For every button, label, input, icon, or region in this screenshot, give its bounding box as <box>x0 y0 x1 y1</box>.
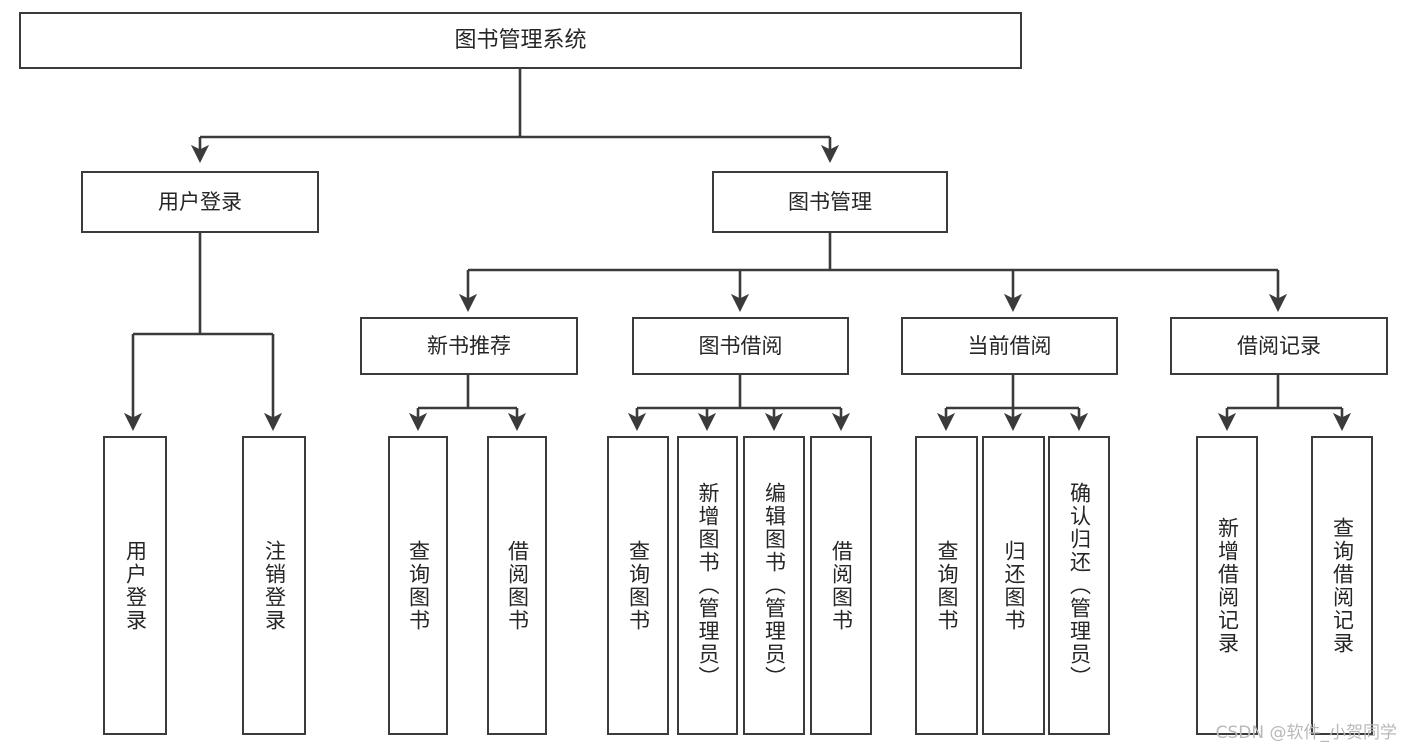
leaf-confirm-return[interactable]: 确认归还（管理员） <box>1048 436 1110 735</box>
leaf-add-book[interactable]: 新增图书（管理员） <box>677 436 738 735</box>
node-label: 借阅记录 <box>1237 333 1321 358</box>
node-root[interactable]: 图书管理系统 <box>19 12 1022 69</box>
node-label: 新增图书（管理员） <box>696 482 720 689</box>
watermark: CSDN @软件_小贺同学 <box>1215 723 1397 743</box>
leaf-add-record[interactable]: 新增借阅记录 <box>1196 436 1258 735</box>
node-label: 归还图书 <box>1002 539 1026 632</box>
node-label: 借阅图书 <box>505 539 530 632</box>
node-label: 用户登录 <box>158 189 242 214</box>
node-new-book-recommend[interactable]: 新书推荐 <box>360 317 578 375</box>
node-label: 图书管理系统 <box>454 27 587 53</box>
node-label: 借阅图书 <box>829 539 854 632</box>
leaf-logout[interactable]: 注销登录 <box>242 436 306 735</box>
leaf-query-record[interactable]: 查询借阅记录 <box>1311 436 1373 735</box>
node-book-manage[interactable]: 图书管理 <box>712 171 948 233</box>
leaf-query-book-3[interactable]: 查询图书 <box>915 436 978 735</box>
leaf-borrow-book-2[interactable]: 借阅图书 <box>810 436 872 735</box>
node-label: 查询借阅记录 <box>1330 516 1355 655</box>
leaf-user-login[interactable]: 用户登录 <box>103 436 167 735</box>
node-borrow-record[interactable]: 借阅记录 <box>1170 317 1388 375</box>
node-label: 查询图书 <box>935 539 959 632</box>
leaf-query-book-1[interactable]: 查询图书 <box>388 436 448 735</box>
node-label: 新增借阅记录 <box>1215 516 1240 655</box>
node-label: 注销登录 <box>262 539 287 632</box>
node-label: 确认归还（管理员） <box>1067 482 1092 689</box>
node-book-borrow[interactable]: 图书借阅 <box>632 317 849 375</box>
node-label: 图书借阅 <box>698 333 783 358</box>
leaf-edit-book[interactable]: 编辑图书（管理员） <box>743 436 805 735</box>
node-label: 查询图书 <box>626 539 651 632</box>
node-label: 当前借阅 <box>967 333 1052 358</box>
node-label: 查询图书 <box>406 539 431 632</box>
leaf-query-book-2[interactable]: 查询图书 <box>607 436 669 735</box>
node-current-borrow[interactable]: 当前借阅 <box>901 317 1118 375</box>
node-user-login[interactable]: 用户登录 <box>81 171 319 233</box>
leaf-borrow-book-1[interactable]: 借阅图书 <box>487 436 547 735</box>
node-label: 编辑图书（管理员） <box>762 482 787 689</box>
leaf-return-book[interactable]: 归还图书 <box>982 436 1045 735</box>
node-label: 用户登录 <box>123 539 148 632</box>
node-label: 图书管理 <box>788 189 872 214</box>
node-label: 新书推荐 <box>427 333 511 358</box>
